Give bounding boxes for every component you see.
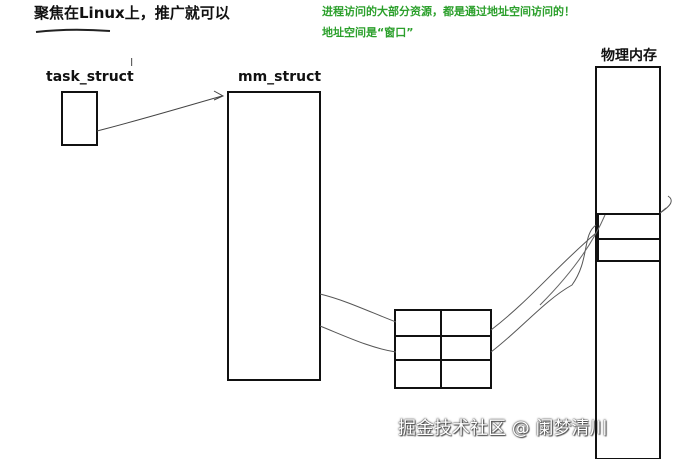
- link-table-to-mem-2: [490, 224, 597, 353]
- diagram-title: 聚焦在Linux上，推广就可以: [34, 4, 230, 22]
- physical-memory-box: [595, 66, 661, 459]
- label-physical-memory: 物理内存: [601, 48, 657, 64]
- mm-struct-box: [227, 91, 321, 381]
- link-mm-to-table-2: [319, 325, 397, 353]
- note-line-2: 地址空间是“窗口”: [322, 26, 414, 39]
- page-table: [394, 309, 492, 389]
- link-table-to-mem-3: [539, 214, 606, 306]
- link-mem-edge: [659, 195, 672, 214]
- task-struct-box: [61, 91, 98, 146]
- label-task-struct: task_struct: [46, 69, 134, 85]
- physical-memory-region: [597, 213, 661, 262]
- note-line-1: 进程访问的大部分资源，都是通过地址空间访问的！: [322, 5, 575, 18]
- arrow-task-to-mm: [96, 95, 223, 132]
- label-mm-struct: mm_struct: [238, 69, 322, 85]
- title-underline: [35, 28, 111, 33]
- link-mm-to-table-1: [319, 293, 397, 323]
- text-cursor-icon: I: [130, 56, 134, 69]
- watermark: 掘金技术社区 @ 阑梦清川: [398, 418, 608, 439]
- arrow-task-to-mm-head: [213, 90, 225, 101]
- link-mem-edge-head: [659, 207, 667, 214]
- link-table-to-mem-1: [490, 232, 597, 331]
